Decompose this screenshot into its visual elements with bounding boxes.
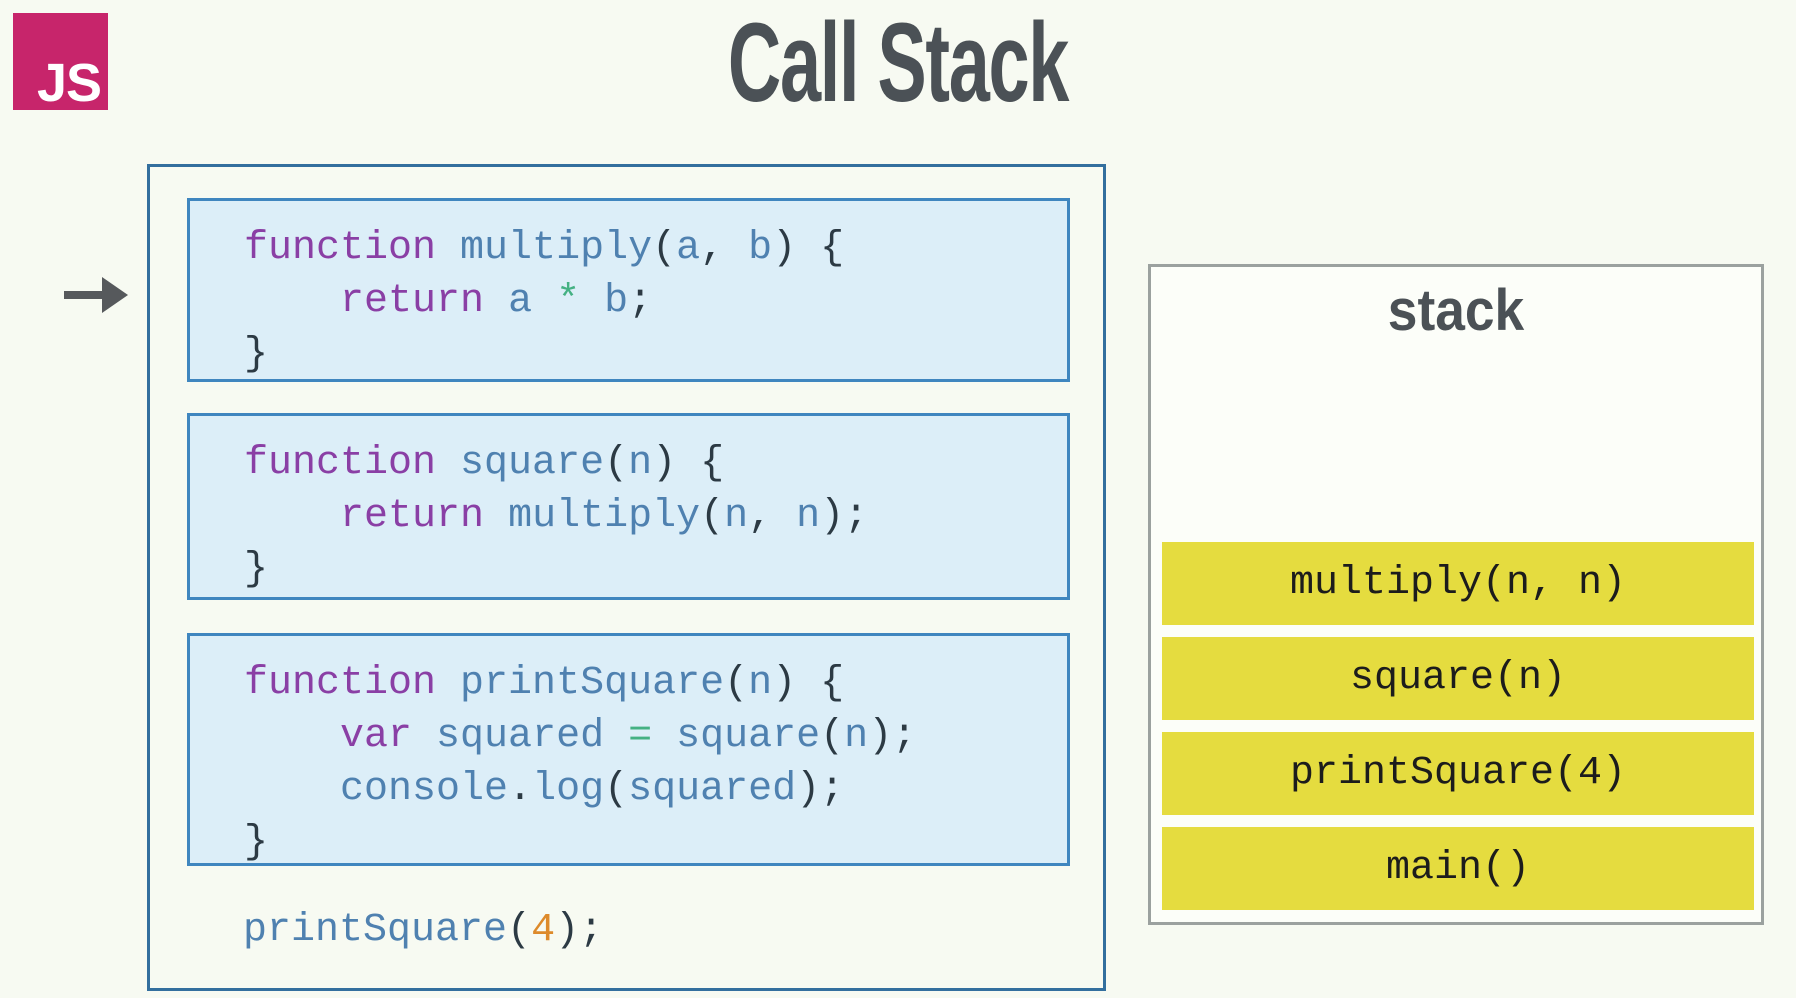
stack-title: stack xyxy=(1387,278,1525,343)
code-panel: function multiply(a, b) { return a * b;}… xyxy=(147,164,1106,991)
code-line: } xyxy=(244,820,269,865)
stack-frame: printSquare(4) xyxy=(1162,732,1754,815)
stack-frames: multiply(n, n) square(n) printSquare(4) mai… xyxy=(1162,542,1754,922)
code-line: } xyxy=(244,547,269,592)
code-line: function multiply(a, b) { xyxy=(244,226,845,271)
code-block-multiply: function multiply(a, b) { return a * b;} xyxy=(187,198,1070,382)
code-line: function square(n) { xyxy=(244,441,725,486)
code-line: var squared = square(n); xyxy=(340,714,917,759)
javascript-logo-text: JS xyxy=(36,52,102,113)
code-line: } xyxy=(244,332,269,377)
javascript-logo: JS xyxy=(13,13,108,110)
page-title: Call Stack xyxy=(727,0,1069,125)
code-line: function printSquare(n) { xyxy=(244,661,845,706)
code-block-printsquare: function printSquare(n) { var squared = … xyxy=(187,633,1070,866)
code-line: return multiply(n, n); xyxy=(340,494,869,539)
stack-frame: square(n) xyxy=(1162,637,1754,720)
code-line-call: printSquare(4); xyxy=(243,908,604,953)
code-block-square: function square(n) { return multiply(n, … xyxy=(187,413,1070,600)
stack-panel: stack multiply(n, n) square(n) printSquare… xyxy=(1148,264,1764,925)
stack-frame: main() xyxy=(1162,827,1754,910)
stack-frame: multiply(n, n) xyxy=(1162,542,1754,625)
code-line: return a * b; xyxy=(340,279,653,324)
right-arrow-icon xyxy=(64,277,128,313)
code-line: console.log(squared); xyxy=(340,767,845,812)
